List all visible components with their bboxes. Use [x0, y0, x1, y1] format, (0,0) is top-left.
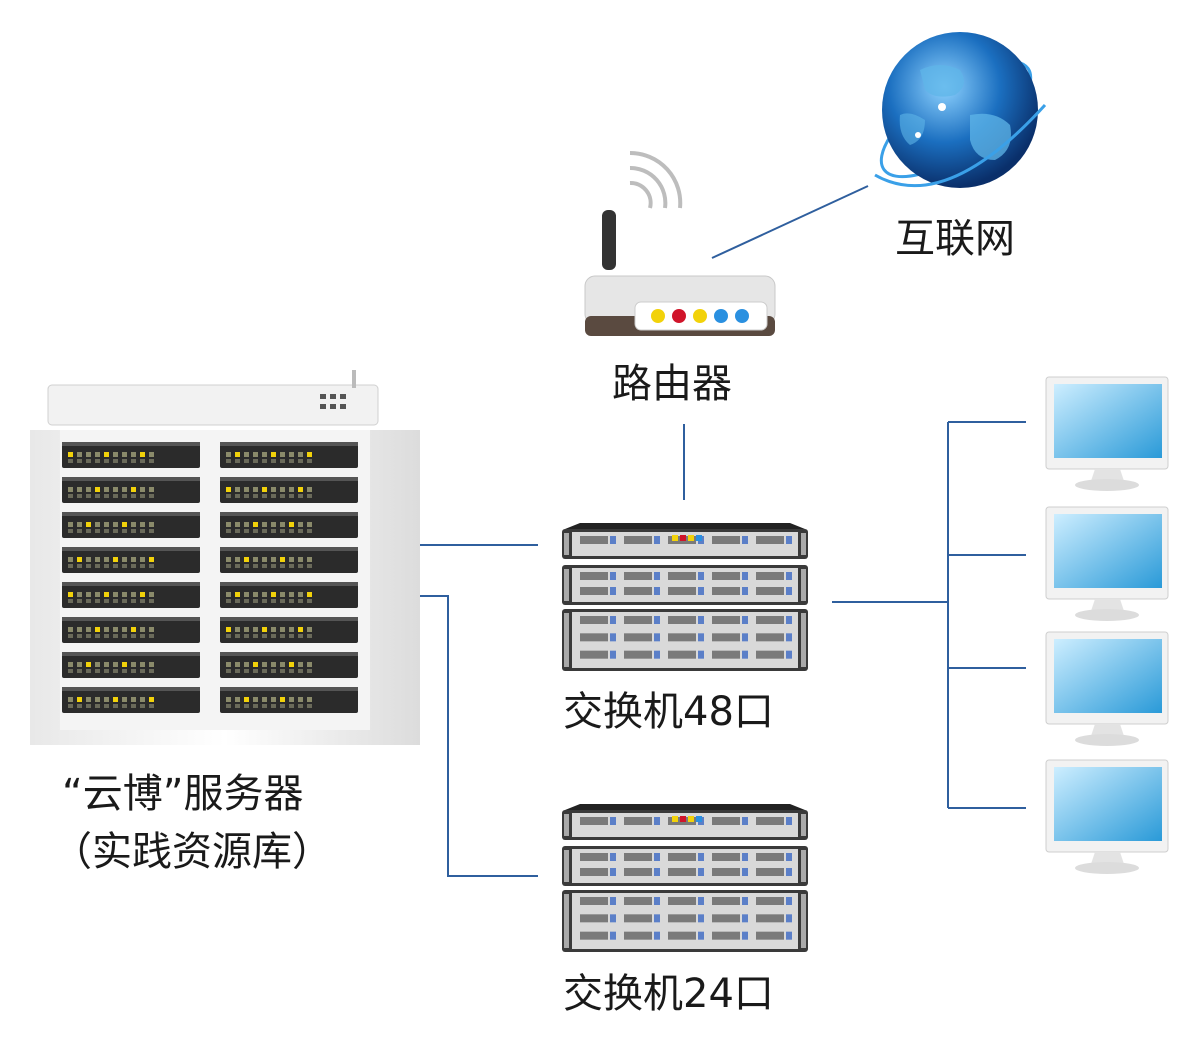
switch-unit [562, 810, 808, 840]
rack-slot [220, 477, 358, 503]
server-label-line2: （实践资源库） [52, 829, 332, 875]
switch-unit [562, 890, 808, 952]
rack-slot [62, 582, 200, 608]
rack-slot [62, 547, 200, 573]
switch48-label: 交换机48口 [563, 689, 774, 735]
rack-slot [62, 477, 200, 503]
switch24-icon [562, 804, 808, 952]
internet-label: 互联网 [895, 216, 1015, 262]
rack-slot [62, 652, 200, 678]
router-internet-link [711, 185, 869, 259]
switch48-icon [562, 523, 808, 671]
rack-slot [220, 512, 358, 538]
monitor-icon [1045, 759, 1169, 874]
router-label: 路由器 [612, 361, 732, 407]
switch24-label: 交换机24口 [563, 971, 774, 1017]
switch-unit [562, 846, 808, 886]
rack-slot [62, 617, 200, 643]
router-icon [584, 150, 776, 336]
server-switch24-link [398, 595, 538, 877]
rack-slot [220, 547, 358, 573]
rack-slot [220, 652, 358, 678]
switch-unit [562, 529, 808, 559]
rack-slot [220, 582, 358, 608]
rack-slot [220, 617, 358, 643]
server-label-line1: “云博”服务器 [62, 771, 304, 817]
switch-unit [562, 609, 808, 671]
rack-slot [62, 442, 200, 468]
globe-icon [874, 32, 1047, 188]
monitor-icon [1045, 631, 1169, 746]
switch-unit [562, 565, 808, 605]
rack-slot [220, 687, 358, 713]
monitor-icon [1045, 506, 1169, 621]
monitor-icon [1045, 376, 1169, 491]
rack-slots [62, 442, 358, 713]
rack-slot [62, 687, 200, 713]
server-rack-icon [30, 370, 420, 745]
rack-slot [62, 512, 200, 538]
rack-slot [220, 442, 358, 468]
